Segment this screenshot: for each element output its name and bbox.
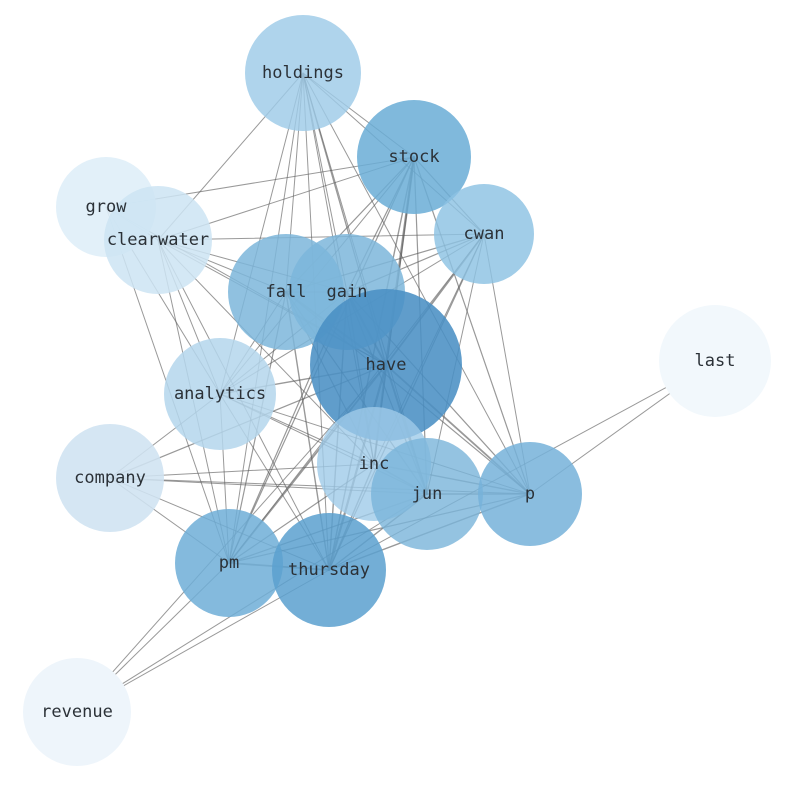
graph-node-label-pm: pm (219, 553, 239, 573)
graph-node-label-clearwater: clearwater (107, 230, 209, 250)
graph-node-label-stock: stock (388, 147, 439, 167)
graph-node-label-company: company (74, 468, 146, 488)
graph-node-label-last: last (695, 351, 736, 371)
graph-node-label-analytics: analytics (174, 384, 266, 404)
graph-edge (302, 72, 531, 495)
graph-edge (157, 233, 485, 241)
graph-node-label-gain: gain (327, 282, 368, 302)
graph-edge (413, 156, 531, 495)
graph-node-pm[interactable] (175, 509, 283, 617)
graph-node-company[interactable] (56, 424, 164, 532)
graph-node-last[interactable] (659, 305, 771, 417)
graph-node-stock[interactable] (357, 100, 471, 214)
graph-node-thursday[interactable] (272, 513, 386, 627)
labels-layer: holdings stock cwan grow clearwater fall gain h… (41, 63, 735, 722)
graph-node-label-grow: grow (86, 197, 128, 217)
graph-node-label-holdings: holdings (262, 63, 344, 83)
graph-node-cwan[interactable] (434, 184, 534, 284)
nodes-layer (23, 15, 771, 766)
graph-node-label-p: p (525, 484, 535, 504)
graph-node-holdings[interactable] (245, 15, 361, 131)
graph-node-label-have: have (366, 355, 407, 375)
graph-node-label-fall: fall (266, 282, 307, 302)
graph-node-clearwater[interactable] (104, 186, 212, 294)
graph-node-label-thursday: thursday (288, 560, 370, 580)
graph-node-analytics[interactable] (164, 338, 276, 450)
graph-node-label-revenue: revenue (41, 702, 113, 722)
graph-node-revenue[interactable] (23, 658, 131, 766)
graph-node-p[interactable] (478, 442, 582, 546)
graph-node-have[interactable] (310, 289, 462, 441)
graph-node-label-jun: jun (412, 484, 443, 504)
graph-node-label-cwan: cwan (464, 224, 505, 244)
graph-node-jun[interactable] (371, 438, 483, 550)
graph-node-label-inc: inc (359, 454, 390, 474)
